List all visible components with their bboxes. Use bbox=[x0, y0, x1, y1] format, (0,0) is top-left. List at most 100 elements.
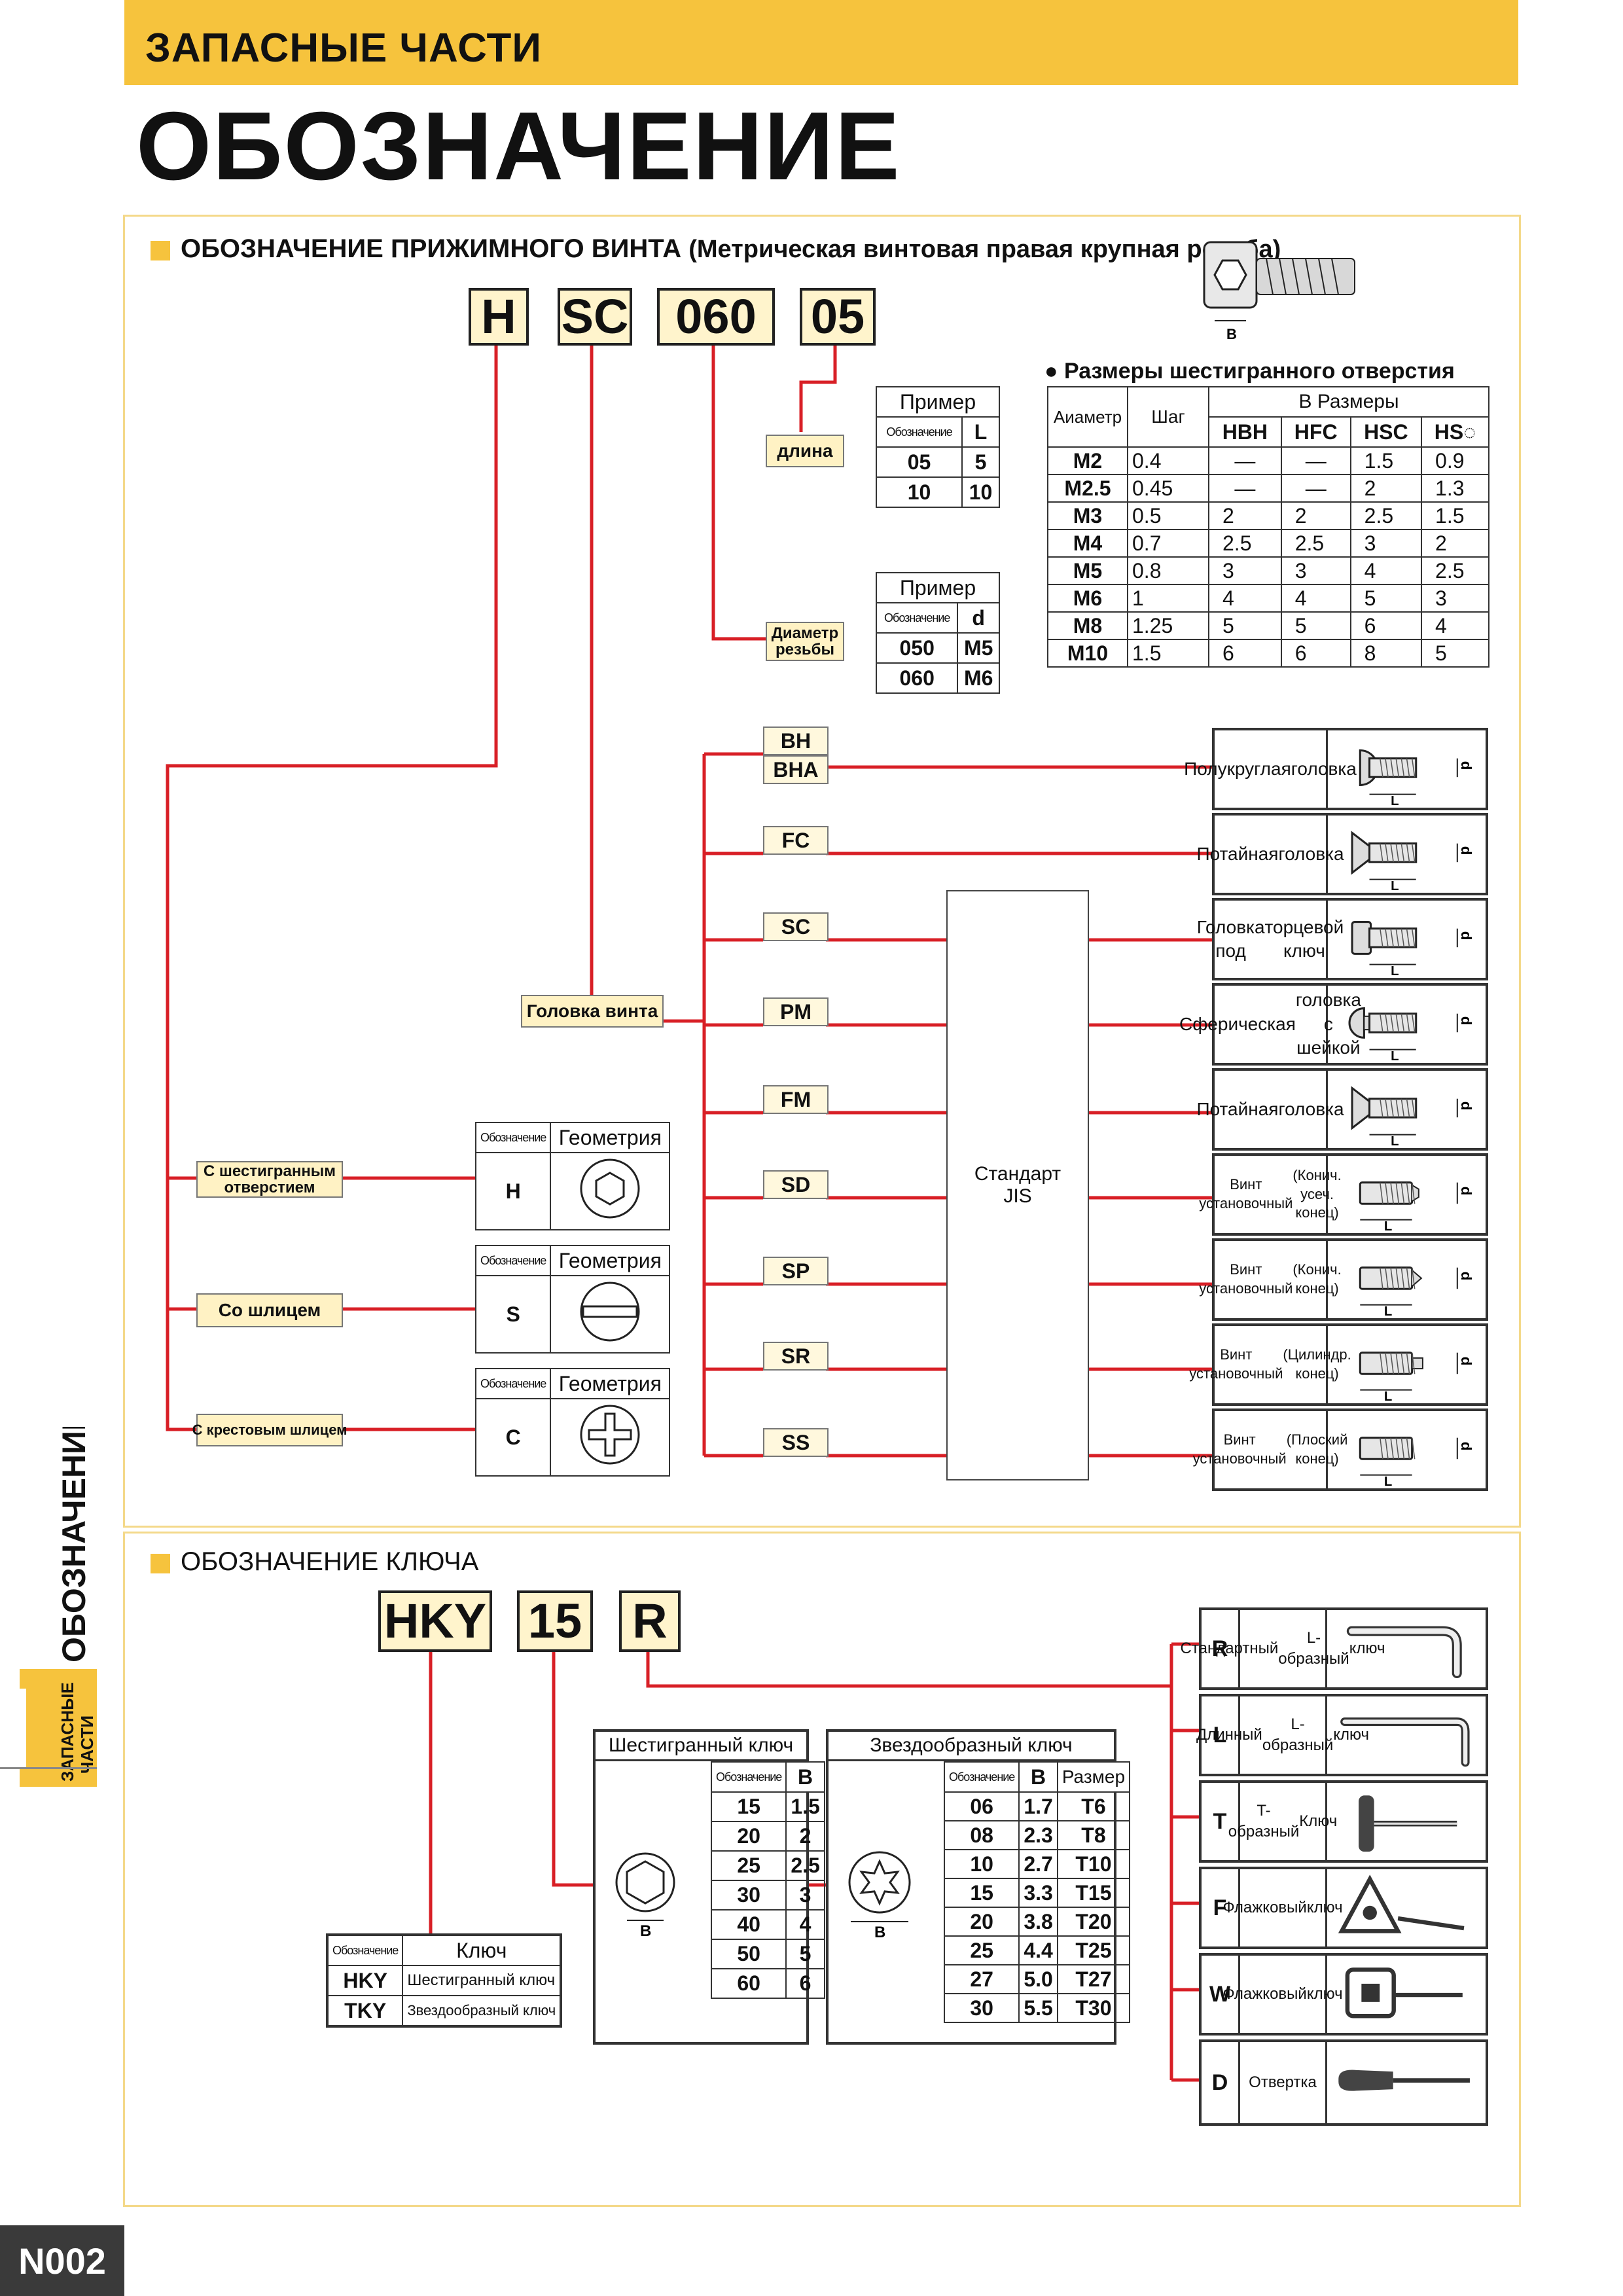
hex-table-cell: 3 bbox=[1349, 529, 1423, 558]
key-type-col1: Обозначение bbox=[326, 1934, 404, 1966]
dia-table-cell: M5 bbox=[957, 632, 1000, 664]
head-code-fc: FC bbox=[763, 826, 829, 855]
svg-text:L: L bbox=[1384, 1304, 1392, 1318]
hex-table-cell: 1.5 bbox=[1349, 446, 1423, 475]
slot-icon bbox=[550, 1275, 671, 1354]
head-type-line2: головка с шейкой bbox=[1295, 990, 1361, 1058]
jis-standard-box: Стандарт JIS bbox=[946, 890, 1089, 1480]
cross-recess-icon bbox=[550, 1398, 671, 1477]
head-type-line1: Головка под bbox=[1196, 916, 1265, 961]
svg-text:L: L bbox=[1384, 1219, 1392, 1233]
hex-table-cell: 1.5 bbox=[1421, 501, 1489, 530]
screw-section-note: (Метрическая винтовая правая крупная рез… bbox=[688, 236, 1281, 263]
length-table-cell: 05 bbox=[875, 446, 963, 478]
svg-text:d: d bbox=[1458, 761, 1474, 770]
code-diameter: 060 bbox=[657, 288, 775, 346]
star-key-cell: 3.8 bbox=[1018, 1907, 1058, 1937]
hex-table-cell: 6 bbox=[1208, 639, 1282, 668]
socket-screw-illustration-icon: B bbox=[1203, 241, 1355, 342]
head-type-line2: головка bbox=[1291, 758, 1357, 779]
hex-socket-size-table: Аиаметр Шаг В Размеры HBH HFC HSC HS◌ M2… bbox=[1047, 386, 1489, 668]
head-type-line2: (Конич. конец) bbox=[1293, 1261, 1342, 1297]
hex-table-cell: 2 bbox=[1208, 501, 1282, 530]
length-table-caption: Пример bbox=[876, 386, 1000, 418]
section-bullet bbox=[151, 241, 170, 260]
star-key-col2: B bbox=[1018, 1761, 1058, 1793]
head-type-line1: Потайная bbox=[1196, 1098, 1279, 1119]
jis-label-line1: Стандарт bbox=[974, 1163, 1061, 1185]
key-style-line: ключ bbox=[1306, 1898, 1343, 1916]
star-key-cell: T30 bbox=[1056, 1993, 1131, 2023]
dia-table-cell: M6 bbox=[957, 662, 1000, 694]
geo-col2: Геометрия bbox=[550, 1245, 671, 1276]
svg-text:L: L bbox=[1384, 1475, 1392, 1488]
key-style-code: D bbox=[1202, 2042, 1240, 2123]
hex-table-cell: 5 bbox=[1349, 584, 1423, 613]
hex-key-cell: 15 bbox=[710, 1791, 787, 1822]
head-type-line1: Винт установочный bbox=[1189, 1346, 1283, 1382]
hex-table-title-text: Размеры шестигранного отверстия bbox=[1064, 359, 1455, 384]
head-type-line1: Винт установочный bbox=[1192, 1431, 1287, 1467]
hex-table-cell: 4 bbox=[1280, 584, 1351, 613]
head-code-sc: SC bbox=[763, 912, 829, 941]
hex-col-pitch: Шаг bbox=[1127, 386, 1209, 448]
torx-profile-icon: B bbox=[848, 1851, 911, 1941]
hex-table-cell: 5 bbox=[1208, 611, 1282, 640]
key-style-line: L-образный bbox=[1262, 1715, 1334, 1754]
hex-table-cell: — bbox=[1280, 474, 1351, 503]
hex-table-cell: 2.5 bbox=[1421, 556, 1489, 585]
key-style-line: Стандартный bbox=[1180, 1639, 1279, 1657]
key-style-code: R bbox=[1202, 1610, 1240, 1687]
page-title: ОБОЗНАЧЕНИЕ bbox=[136, 92, 901, 200]
screw-section-title-text: ОБОЗНАЧЕНИЕ ПРИЖИМНОГО ВИНТА bbox=[181, 234, 682, 263]
key-style-line: Отвертка bbox=[1249, 2073, 1317, 2091]
svg-text:L: L bbox=[1384, 1390, 1392, 1403]
hex-col-size: В Размеры bbox=[1208, 386, 1489, 418]
svg-text:d: d bbox=[1458, 1016, 1474, 1026]
code-length: 05 bbox=[800, 288, 876, 346]
hex-table-bullet: ● bbox=[1044, 359, 1058, 384]
hex-key-cell: 60 bbox=[710, 1968, 787, 1999]
code-head-drive: H bbox=[469, 288, 529, 346]
hex-key-title: Шестигранный ключ bbox=[596, 1732, 806, 1761]
key-style-line: T-образный bbox=[1228, 1801, 1300, 1840]
key-style-line: ключ bbox=[1349, 1639, 1385, 1657]
star-key-cell: T25 bbox=[1056, 1935, 1131, 1965]
star-key-col3: Размер bbox=[1056, 1761, 1131, 1793]
star-key-cell: 1.7 bbox=[1018, 1791, 1058, 1821]
head-type-line1: Полукруглая bbox=[1184, 758, 1291, 779]
key-style-row: D Отвертка bbox=[1199, 2039, 1488, 2126]
svg-text:ЧАСТИ: ЧАСТИ bbox=[77, 1715, 97, 1774]
head-code-bha: BHA bbox=[763, 755, 829, 784]
svg-text:ОБОЗНАЧЕНИЕ: ОБОЗНАЧЕНИЕ bbox=[56, 1427, 92, 1662]
svg-text:L: L bbox=[1391, 879, 1399, 893]
hex-table-cell: 6 bbox=[1280, 639, 1351, 668]
star-key-cell: 3.3 bbox=[1018, 1878, 1058, 1908]
hex-table-cell: 3 bbox=[1208, 556, 1282, 585]
star-key-cell: T8 bbox=[1056, 1820, 1131, 1850]
head-type-name: Винт установочный(Конич. конец) bbox=[1199, 1241, 1342, 1318]
section-bullet bbox=[151, 1554, 170, 1573]
star-key-cell: T10 bbox=[1056, 1849, 1131, 1879]
key-connector-lines bbox=[429, 1642, 1199, 2082]
key-code-style: R bbox=[619, 1590, 681, 1652]
hex-key-cell: 2.5 bbox=[785, 1850, 825, 1881]
key-code-size: 15 bbox=[517, 1590, 593, 1652]
